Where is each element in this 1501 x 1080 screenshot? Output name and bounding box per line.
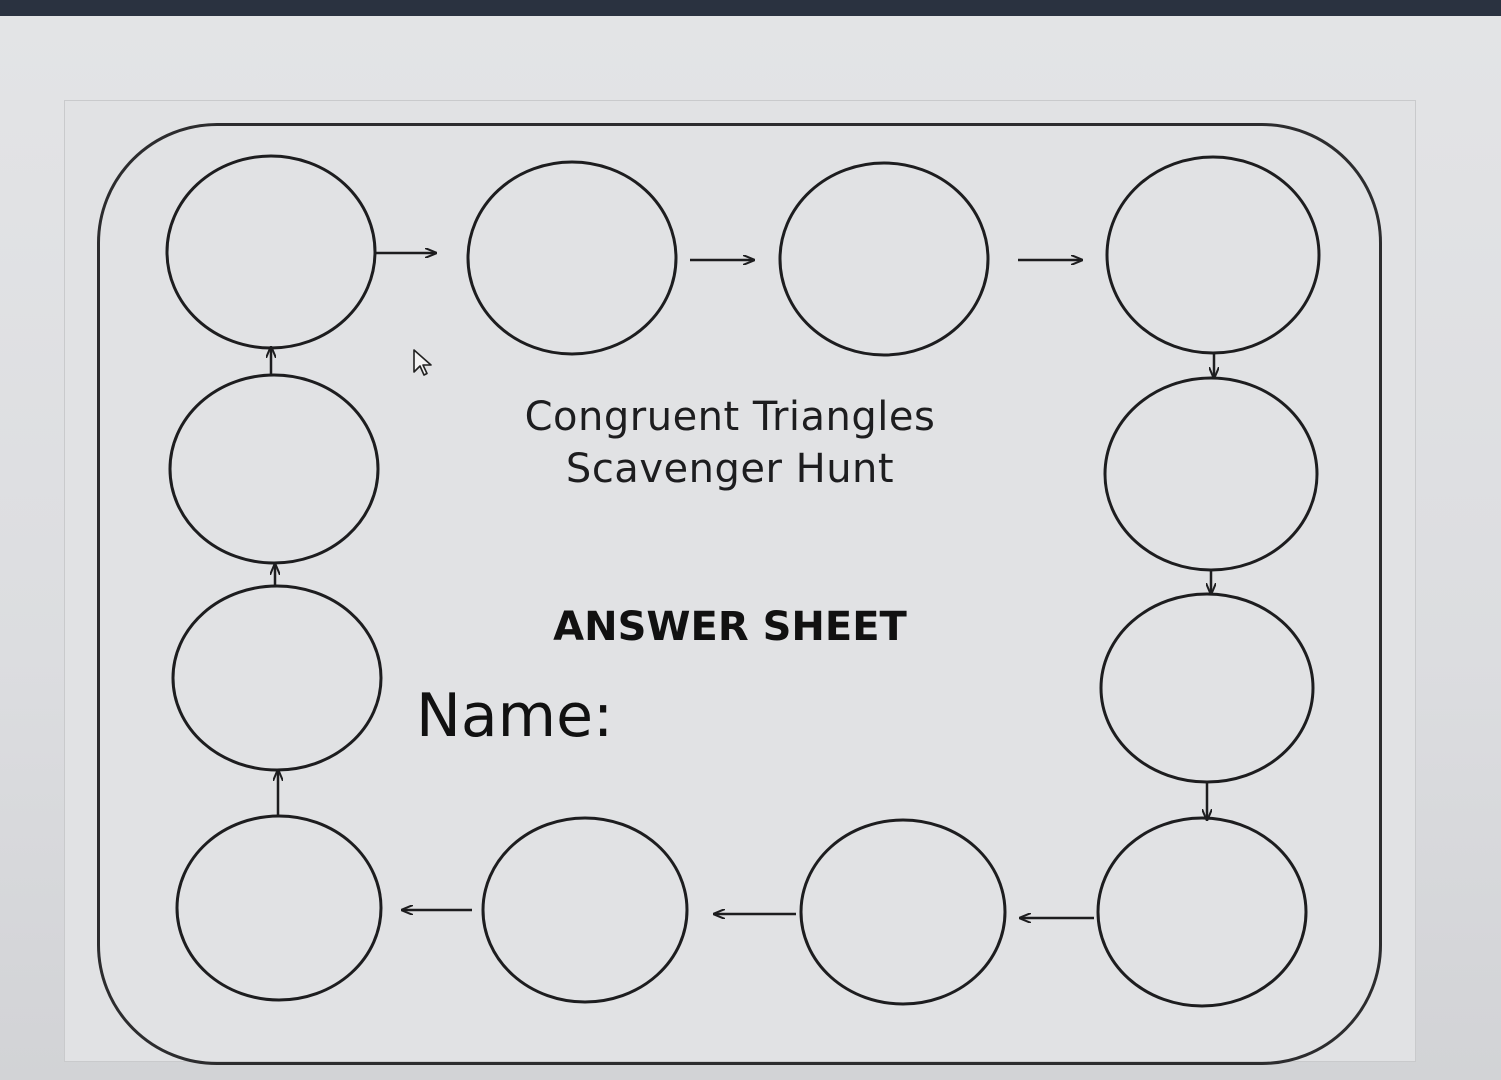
worksheet-title: Congruent Triangles	[524, 394, 936, 440]
top-bar	[0, 0, 1501, 16]
answer-circle-3[interactable]	[778, 161, 990, 357]
answer-circle-5[interactable]	[1103, 376, 1319, 572]
answer-circle-11[interactable]	[171, 584, 383, 772]
answer-circle-10[interactable]	[175, 814, 383, 1002]
answer-circle-2[interactable]	[466, 160, 678, 356]
name-field-label: Name:	[416, 681, 614, 751]
answer-circle-9[interactable]	[481, 816, 689, 1004]
rounded-border-frame	[97, 123, 1382, 1065]
answer-circle-12[interactable]	[168, 373, 380, 565]
mouse-pointer-icon	[413, 349, 432, 376]
answer-circle-6[interactable]	[1099, 592, 1315, 784]
answer-circle-4[interactable]	[1105, 155, 1321, 355]
answer-circle-8[interactable]	[799, 818, 1007, 1006]
answer-sheet-heading: ANSWER SHEET	[553, 604, 907, 650]
answer-circle-1[interactable]	[165, 154, 377, 350]
answer-circle-7[interactable]	[1096, 816, 1308, 1008]
worksheet-subtitle: Scavenger Hunt	[565, 446, 895, 492]
